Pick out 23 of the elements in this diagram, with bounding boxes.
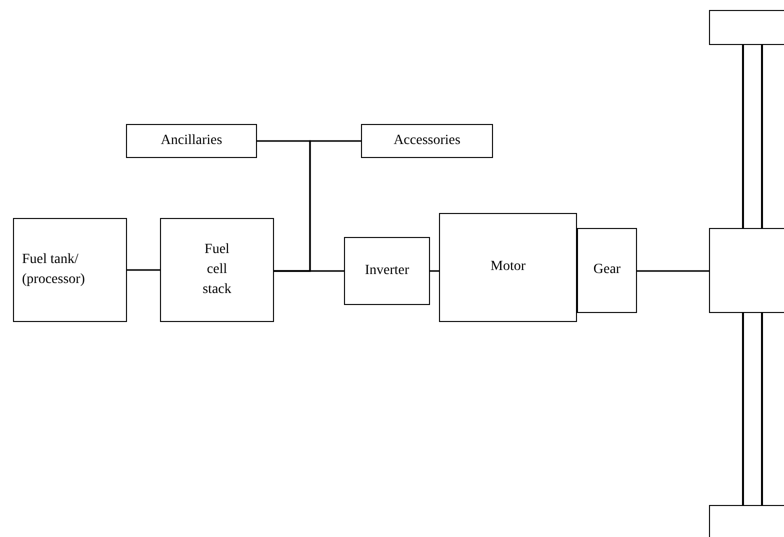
block-box bbox=[577, 228, 637, 313]
block-label: Ancillaries bbox=[160, 132, 224, 150]
block-box bbox=[344, 237, 430, 305]
wheel-box bbox=[709, 10, 784, 45]
wheel-box bbox=[709, 228, 784, 313]
block-label: Inverter bbox=[364, 262, 410, 280]
shaft-line bbox=[742, 313, 763, 505]
block-box bbox=[126, 124, 257, 158]
connector-line bbox=[127, 269, 160, 271]
connector-line bbox=[430, 270, 439, 272]
block-box bbox=[13, 218, 127, 322]
block-box bbox=[439, 213, 577, 322]
connector-line bbox=[274, 140, 361, 272]
block-label: Fuel tank/ (processor) bbox=[21, 250, 86, 289]
block-label: Accessories bbox=[392, 132, 462, 150]
block-box bbox=[160, 218, 274, 322]
block-label: Fuel cell stack bbox=[202, 240, 232, 300]
block-label: Motor bbox=[490, 258, 526, 276]
shaft-line bbox=[742, 45, 763, 228]
block-label: Gear bbox=[592, 261, 622, 280]
wheel-box bbox=[709, 505, 784, 537]
block-box bbox=[361, 124, 493, 158]
connector-line bbox=[637, 270, 709, 272]
